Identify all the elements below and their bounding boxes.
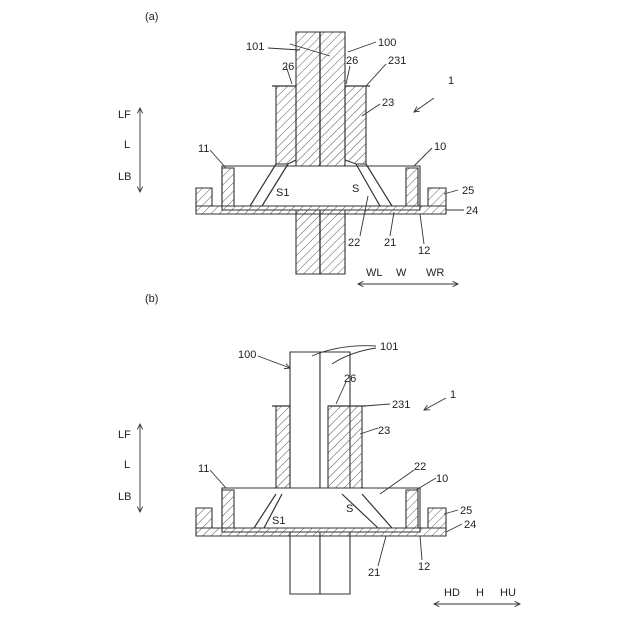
leader-11-a [210,150,226,168]
ref-231-a: 231 [388,55,406,67]
axis-hu-b: HU [500,587,516,599]
axis-horizontal-b: HD H HU [434,587,520,604]
axis-wl-a: WL [366,267,383,279]
leader-11-b [210,470,226,488]
axis-horizontal-a: WL W WR [358,267,458,284]
tube-23-right-b [328,406,362,494]
conduit-left-half-a [296,32,320,274]
leader-23-b [360,428,378,434]
panel-label-a: (a) [145,11,158,23]
seal-24-left-b [196,508,212,528]
ref-21-b: 21 [368,567,380,579]
ref-1-a: 1 [448,75,454,87]
ref-100-b: 100 [238,349,256,361]
leader-100-a [348,42,376,52]
ref-22-a: 22 [348,237,360,249]
seal-24-left-a [196,188,212,206]
figure-a: (a) LF L LB [118,11,478,284]
wall-11-right-a [406,168,418,206]
ref-S-b: S [346,503,353,515]
ref-26b-a: 26 [346,55,358,67]
axis-h-b: H [476,587,484,599]
ref-23-b: 23 [378,425,390,437]
ref-10-b: 10 [436,473,448,485]
ref-231-b: 231 [392,399,410,411]
ref-S1-a: S1 [276,187,289,199]
axis-w-a: W [396,267,407,279]
axis-lf-b: LF [118,429,131,441]
leader-12-b [420,536,422,560]
leader-1-a [414,98,434,112]
axis-vertical-a: LF L LB [118,108,140,192]
ref-11-b: 11 [198,463,209,475]
ref-101-a: 101 [246,41,264,53]
ref-12-b: 12 [418,561,430,573]
panel-label-b: (b) [145,293,158,305]
axis-l-a: L [124,139,130,151]
conduit-left-strand-b [290,352,320,594]
tube-23-left-a [276,86,296,164]
leader-1-b [424,398,446,410]
ref-101-b: 101 [380,341,398,353]
ref-25-a: 25 [462,185,474,197]
base-21-a [196,206,446,214]
tube-23-left-b [276,406,290,494]
tube-23-right-a [345,86,366,164]
ref-S-a: S [352,183,359,195]
leader-26b-a [346,66,350,84]
base-21-b [196,528,446,536]
ref-1-b: 1 [450,389,456,401]
leader-231-b [364,404,390,406]
housing-10-b [196,488,446,536]
axis-lf-a: LF [118,109,131,121]
wall-11-left-b [222,490,234,528]
leader-24-b [446,524,462,532]
leader-100-b [258,356,290,368]
leader-21-b [378,536,386,566]
axis-vertical-b: LF L LB [118,424,140,512]
ref-26-b: 26 [344,373,356,385]
ref-24-a: 24 [466,205,478,217]
conduit-100-a [296,32,345,274]
ref-26a-a: 26 [282,61,294,73]
leader-231-a [366,64,386,86]
leader-10-a [414,148,432,166]
ref-100-a: 100 [378,37,396,49]
figure-b: (b) LF L LB [118,293,520,604]
axis-l-b: L [124,459,130,471]
ref-21-a: 21 [384,237,396,249]
axis-lb-b: LB [118,491,131,503]
axis-hd-b: HD [444,587,460,599]
axis-lb-a: LB [118,171,131,183]
seal-24-right-b [428,508,446,528]
conduit-right-half-a [320,32,345,274]
ref-12-a: 12 [418,245,430,257]
ref-10-a: 10 [434,141,446,153]
ref-23-a: 23 [382,97,394,109]
ref-11-a: 11 [198,143,209,155]
leader-21-a [390,212,394,236]
seal-24-right-a [428,188,446,206]
wall-11-right-b [406,490,418,528]
leader-10-b [416,478,436,490]
ref-S1-b: S1 [272,515,285,527]
ref-22-b: 22 [414,461,426,473]
wall-11-left-a [222,168,234,206]
housing-10-a [196,164,446,214]
leader-12-a [420,214,424,244]
axis-wr-a: WR [426,267,444,279]
ref-25-b: 25 [460,505,472,517]
ref-24-b: 24 [464,519,476,531]
